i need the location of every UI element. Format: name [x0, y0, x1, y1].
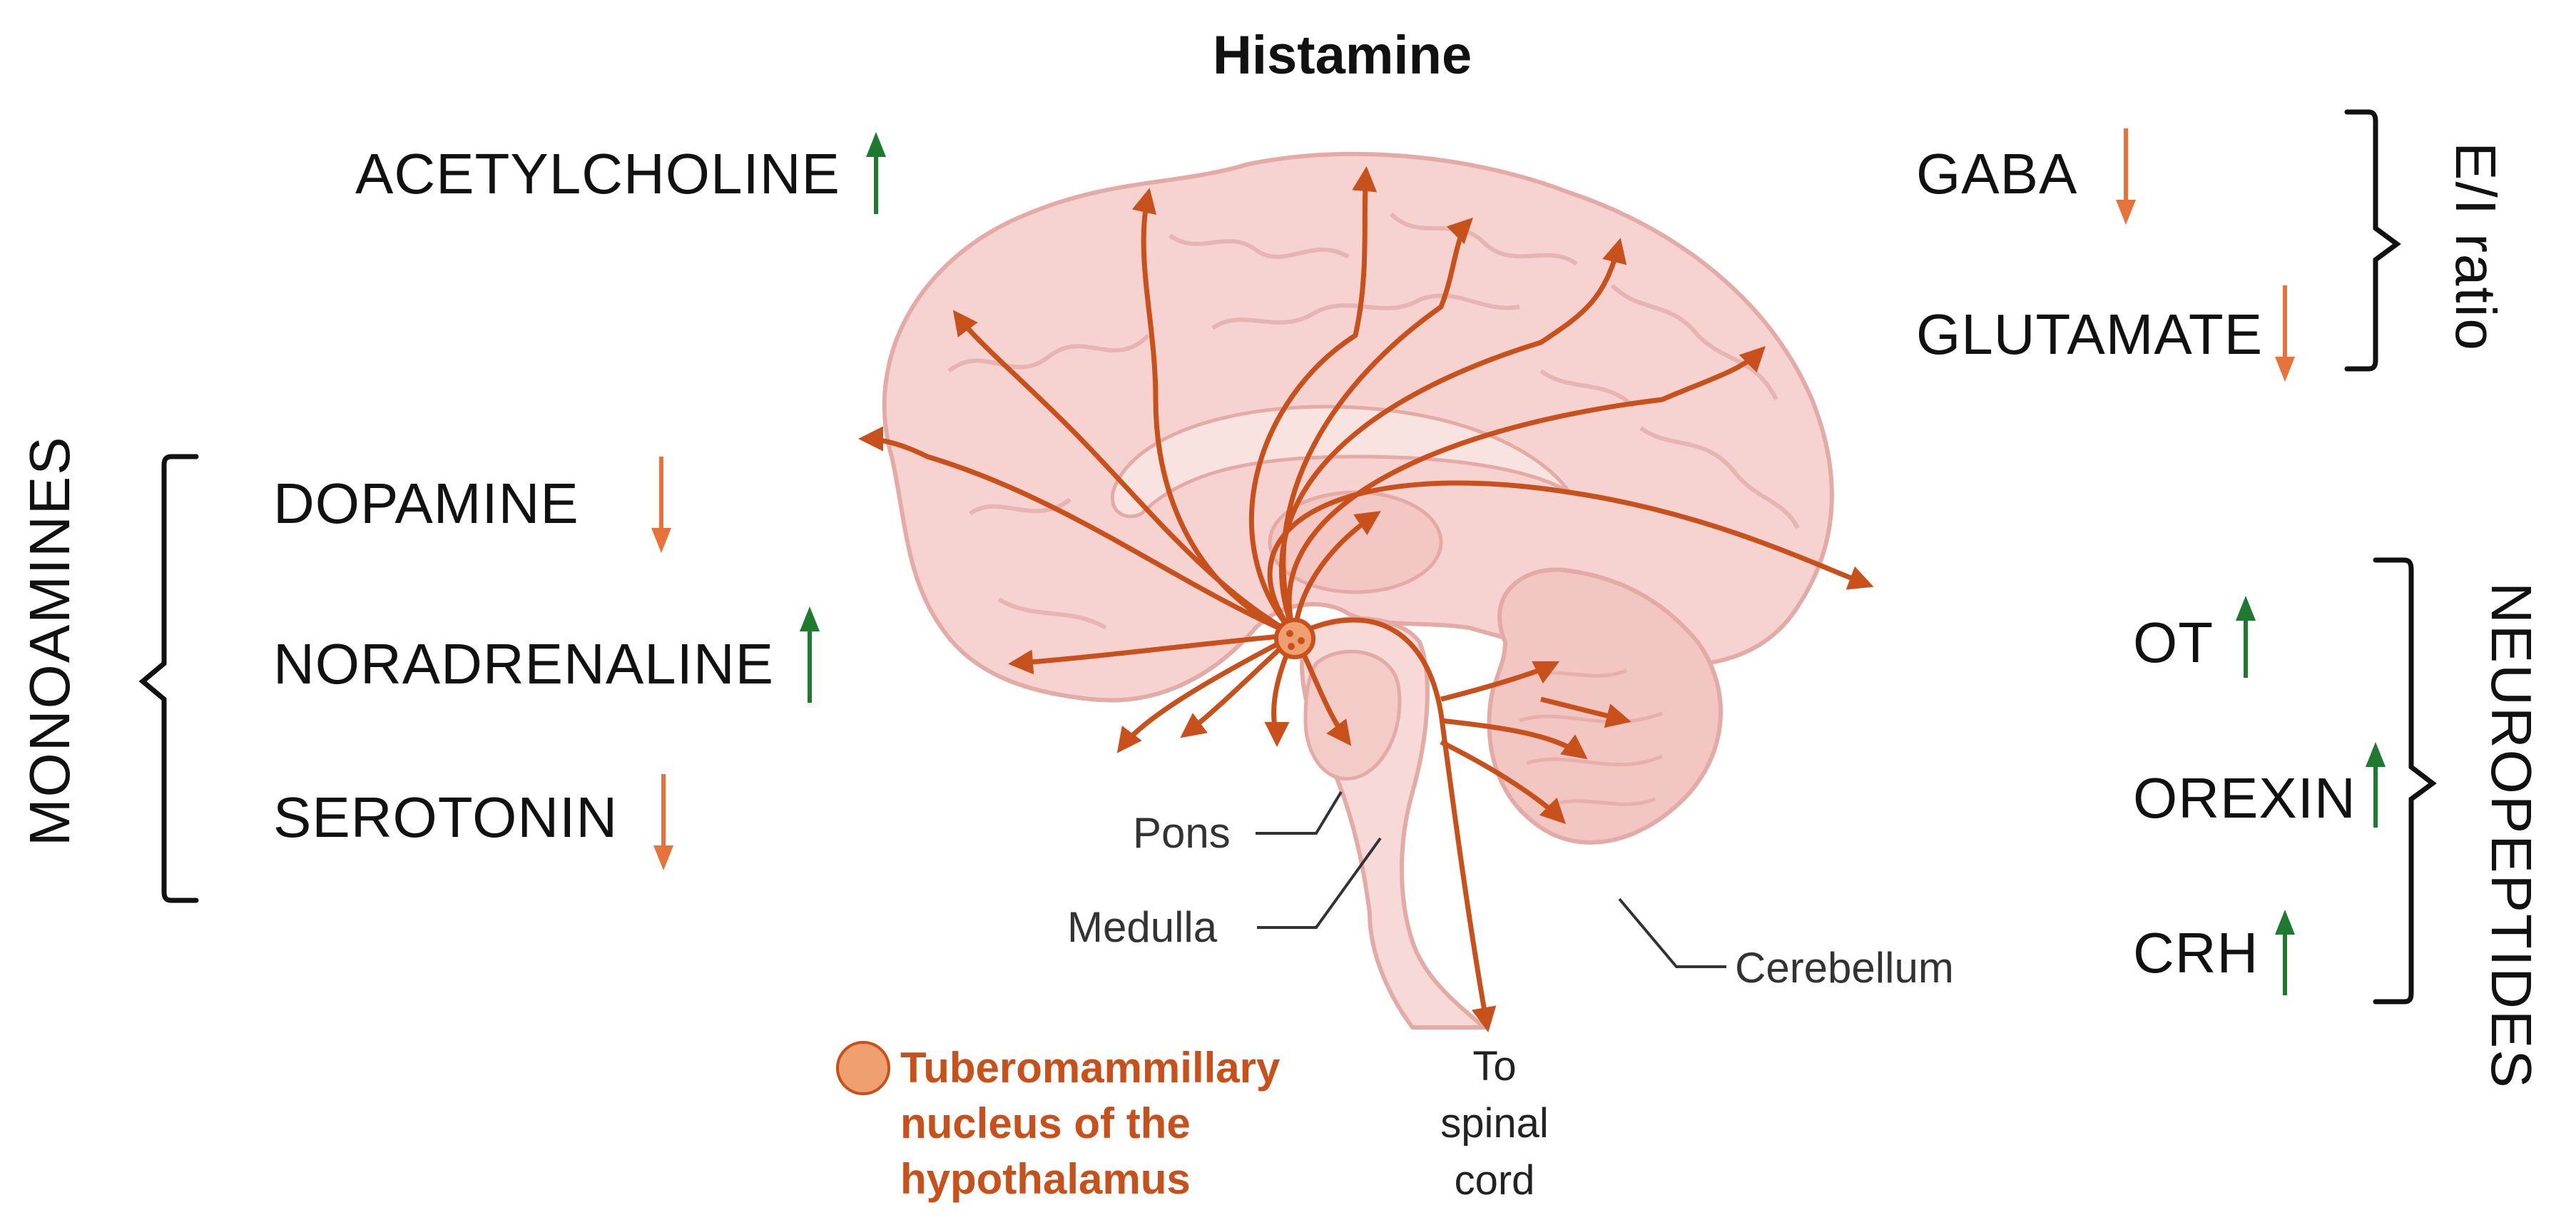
cerebellum-label: Cerebellum — [1735, 944, 1954, 992]
neuropeptides-bracket — [2373, 557, 2437, 1005]
glutamate-label: GLUTAMATE — [1916, 303, 2264, 366]
cortex-folds — [947, 212, 1800, 630]
crh-label: CRH — [2133, 921, 2259, 985]
diagram-title: Histamine — [1213, 25, 1472, 86]
serotonin-down-arrow — [653, 774, 673, 870]
acetylcholine-label: ACETYLCHOLINE — [355, 142, 840, 205]
ot-label: OT — [2133, 611, 2214, 674]
neuropeptides-group-label: NEUROPEPTIDES — [2480, 582, 2543, 1089]
glutamate-down-arrow — [2275, 285, 2295, 382]
spinal-cord-line-2: spinal — [1440, 1100, 1549, 1147]
legend-line-3: hypothalamus — [900, 1155, 1191, 1203]
crh-up-arrow — [2275, 910, 2295, 995]
legend-nucleus-icon — [836, 1041, 890, 1095]
spinal-cord-line-3: cord — [1454, 1157, 1535, 1204]
legend-nucleus-label: Tuberomammillary nucleus of the hypothal… — [900, 1040, 1280, 1207]
histamine-projections — [858, 166, 1874, 1032]
corpus-callosum — [1110, 405, 1572, 519]
anatomy-leaders — [1256, 791, 1726, 968]
pons-label: Pons — [1133, 809, 1231, 857]
spinal-cord-line-1: To — [1472, 1043, 1517, 1089]
gaba-down-arrow — [2116, 128, 2136, 225]
spinal-cord-label: To spinal cord — [1420, 1038, 1569, 1209]
monoamines-group-label: MONOAMINES — [18, 435, 81, 846]
nucleus-dot — [1298, 637, 1305, 644]
ei-ratio-group-label: E/I ratio — [2444, 142, 2508, 352]
monoamines-bracket — [138, 454, 199, 903]
orexin-label: OREXIN — [2133, 766, 2356, 830]
legend-line-1: Tuberomammillary — [900, 1044, 1281, 1092]
dopamine-label: DOPAMINE — [273, 472, 579, 535]
direction-arrows — [651, 128, 2386, 995]
noradrenaline-label: NORADRENALINE — [273, 632, 775, 696]
serotonin-label: SEROTONIN — [273, 786, 618, 849]
tuberomammillary-nucleus-marker — [1274, 618, 1315, 659]
pons — [1303, 649, 1402, 781]
nucleus-dot — [1286, 630, 1293, 637]
acetylcholine-up-arrow — [866, 132, 886, 214]
legend-line-2: nucleus of the — [900, 1099, 1191, 1147]
medulla-label: Medulla — [1067, 903, 1218, 951]
orexin-up-arrow — [2366, 742, 2386, 828]
noradrenaline-up-arrow — [800, 606, 820, 703]
nucleus-dot — [1288, 643, 1295, 650]
dopamine-down-arrow — [651, 457, 671, 553]
brackets — [138, 109, 2437, 1005]
ei-ratio-bracket — [2344, 109, 2401, 372]
ot-up-arrow — [2236, 596, 2256, 678]
gaba-label: GABA — [1916, 142, 2078, 205]
